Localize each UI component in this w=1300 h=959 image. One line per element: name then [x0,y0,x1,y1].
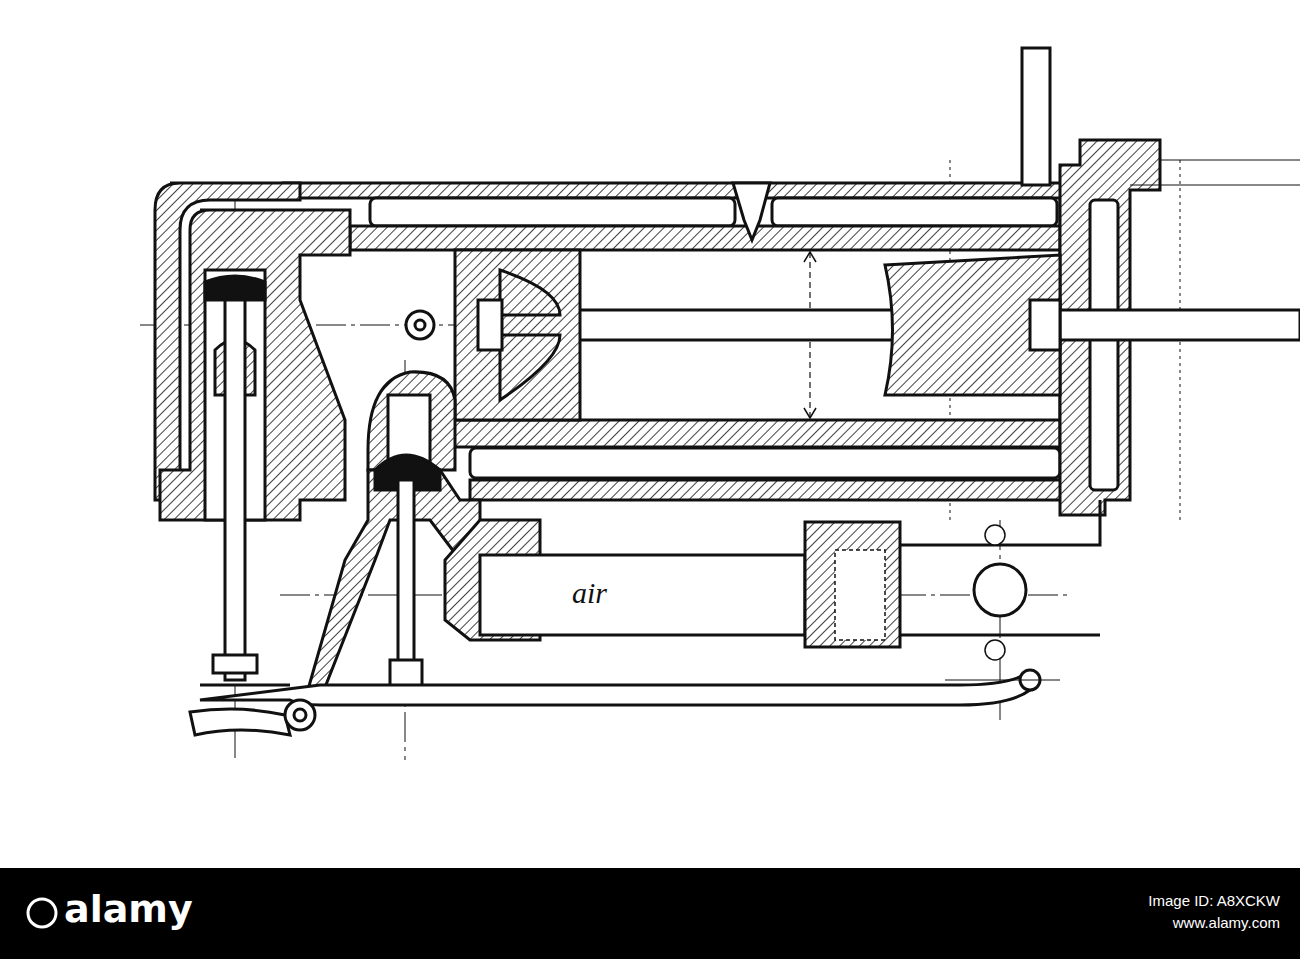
watermark-id: Image ID: A8XCKW [1148,893,1280,910]
watermark-url: www.alamy.com [1173,915,1280,932]
watermark-logo: alamy [64,889,193,931]
flow-label: air [568,576,611,609]
